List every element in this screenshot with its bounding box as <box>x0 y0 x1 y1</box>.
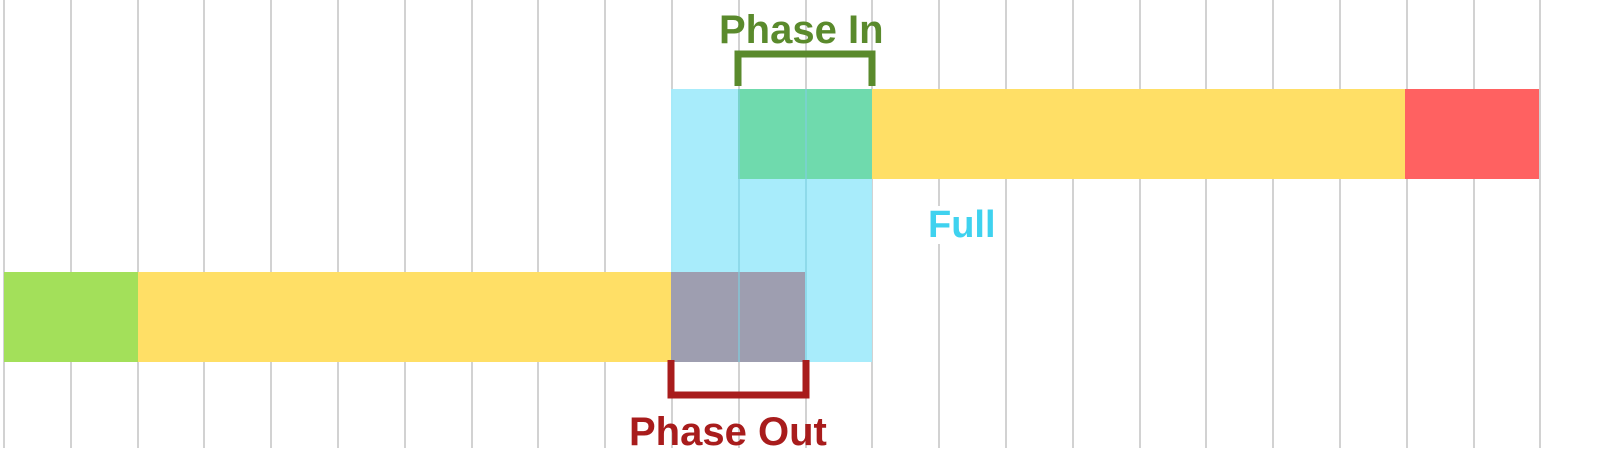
gridline <box>1005 0 1007 448</box>
gridline <box>470 0 473 448</box>
incoming-yellow-segment <box>872 89 1405 179</box>
gridline <box>403 0 406 448</box>
phase-out-label: Phase Out <box>629 410 827 454</box>
gridline <box>136 0 139 448</box>
gridline <box>1272 0 1275 448</box>
gridline <box>1205 0 1208 448</box>
gridline <box>1472 0 1475 448</box>
gridline <box>1071 0 1074 448</box>
gridline <box>1138 0 1141 448</box>
gridline-overlay <box>804 89 807 362</box>
gridline <box>1539 0 1542 448</box>
phase-in-bracket <box>734 50 876 86</box>
incoming-red-segment <box>1405 89 1539 179</box>
phase-out-bracket <box>667 360 810 399</box>
gridline <box>69 0 72 448</box>
phase-in-label: Phase In <box>719 8 884 52</box>
gridline <box>871 0 874 448</box>
gridline-overlay <box>737 89 740 362</box>
gridline <box>1339 0 1341 448</box>
gridline <box>537 0 540 448</box>
outgoing-yellow-segment <box>138 272 672 362</box>
gridline <box>1405 0 1408 448</box>
gridline <box>604 0 607 448</box>
gridline <box>3 0 5 448</box>
outgoing-green-segment <box>4 272 138 362</box>
gridline <box>203 0 206 448</box>
full-label: Full <box>922 206 1002 244</box>
gridline <box>337 0 339 448</box>
gridline <box>270 0 273 448</box>
